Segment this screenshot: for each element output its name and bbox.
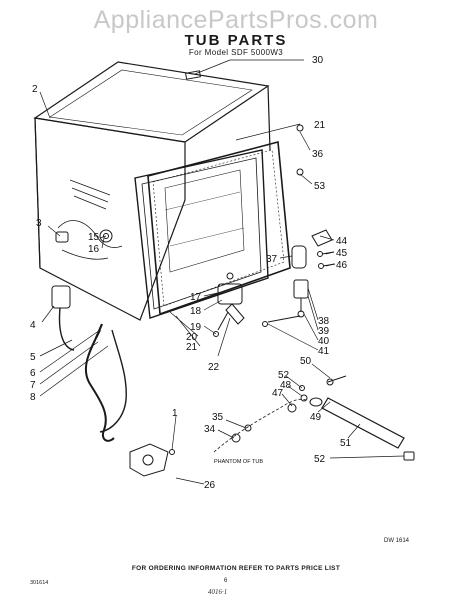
watermark: AppliancePartsPros.com bbox=[93, 6, 379, 34]
left-side-parts bbox=[55, 229, 113, 243]
callout-47: 47 bbox=[272, 388, 284, 399]
door-gasket bbox=[147, 140, 291, 316]
leader-lines bbox=[39, 59, 405, 485]
right-side-parts bbox=[185, 70, 336, 327]
phantom-of-tub-label: PHANTOM OF TUB bbox=[214, 459, 263, 465]
callout-5: 5 bbox=[30, 352, 36, 363]
callout-15: 15 bbox=[88, 232, 100, 243]
drain-and-heater-parts bbox=[129, 375, 415, 477]
callout-30: 30 bbox=[312, 55, 324, 66]
ordering-note: FOR ORDERING INFORMATION REFER TO PARTS … bbox=[131, 565, 341, 572]
callout-38: 38 bbox=[318, 316, 330, 327]
callout-51: 51 bbox=[340, 438, 352, 449]
callout-20: 20 bbox=[186, 332, 198, 343]
callout-46: 46 bbox=[336, 260, 348, 271]
fill-valve-assembly bbox=[213, 272, 245, 337]
callout-26: 26 bbox=[204, 480, 216, 491]
document-part-number: 301614 bbox=[30, 580, 49, 586]
drawing-code: DW 1614 bbox=[384, 538, 410, 544]
model-subtitle: For Model SDF 5000W3 bbox=[188, 48, 284, 57]
tub-body bbox=[33, 61, 271, 321]
callout-35: 35 bbox=[212, 412, 224, 423]
callout-1: 1 bbox=[172, 408, 178, 419]
callout-53: 53 bbox=[314, 181, 326, 192]
callout-48: 48 bbox=[280, 380, 292, 391]
callout-44: 44 bbox=[336, 236, 348, 247]
callout-3: 3 bbox=[36, 218, 42, 229]
callout-39: 39 bbox=[318, 326, 330, 337]
callout-45: 45 bbox=[336, 248, 348, 259]
callout-numbers: 30 2 21 36 53 44 45 46 37 38 39 40 41 3 … bbox=[30, 55, 352, 491]
callout-8: 8 bbox=[30, 392, 36, 403]
callout-18: 18 bbox=[190, 306, 202, 317]
callout-41: 41 bbox=[318, 346, 330, 357]
callout-36: 36 bbox=[312, 149, 324, 160]
callout-37: 37 bbox=[266, 254, 278, 265]
callout-40: 40 bbox=[318, 336, 330, 347]
page-title: TUB PARTS bbox=[184, 32, 288, 49]
callout-16: 16 bbox=[88, 244, 100, 255]
callout-52-bottom: 52 bbox=[314, 454, 326, 465]
callout-52-top: 52 bbox=[278, 370, 290, 381]
callout-17: 17 bbox=[190, 292, 202, 303]
callout-49: 49 bbox=[310, 412, 322, 423]
callout-22: 22 bbox=[208, 362, 220, 373]
callout-6: 6 bbox=[30, 368, 36, 379]
callout-21-bottom: 21 bbox=[186, 342, 198, 353]
page-number: 6 bbox=[224, 578, 228, 584]
callout-21-top: 21 bbox=[314, 120, 326, 131]
callout-19: 19 bbox=[190, 322, 202, 333]
callout-34: 34 bbox=[204, 424, 216, 435]
handwritten-mark: 4016·1 bbox=[208, 588, 228, 596]
callout-4: 4 bbox=[30, 320, 36, 331]
inlet-valve-and-hose bbox=[51, 285, 127, 442]
callout-7: 7 bbox=[30, 380, 36, 391]
callout-2: 2 bbox=[32, 84, 38, 95]
callout-50: 50 bbox=[300, 356, 312, 367]
